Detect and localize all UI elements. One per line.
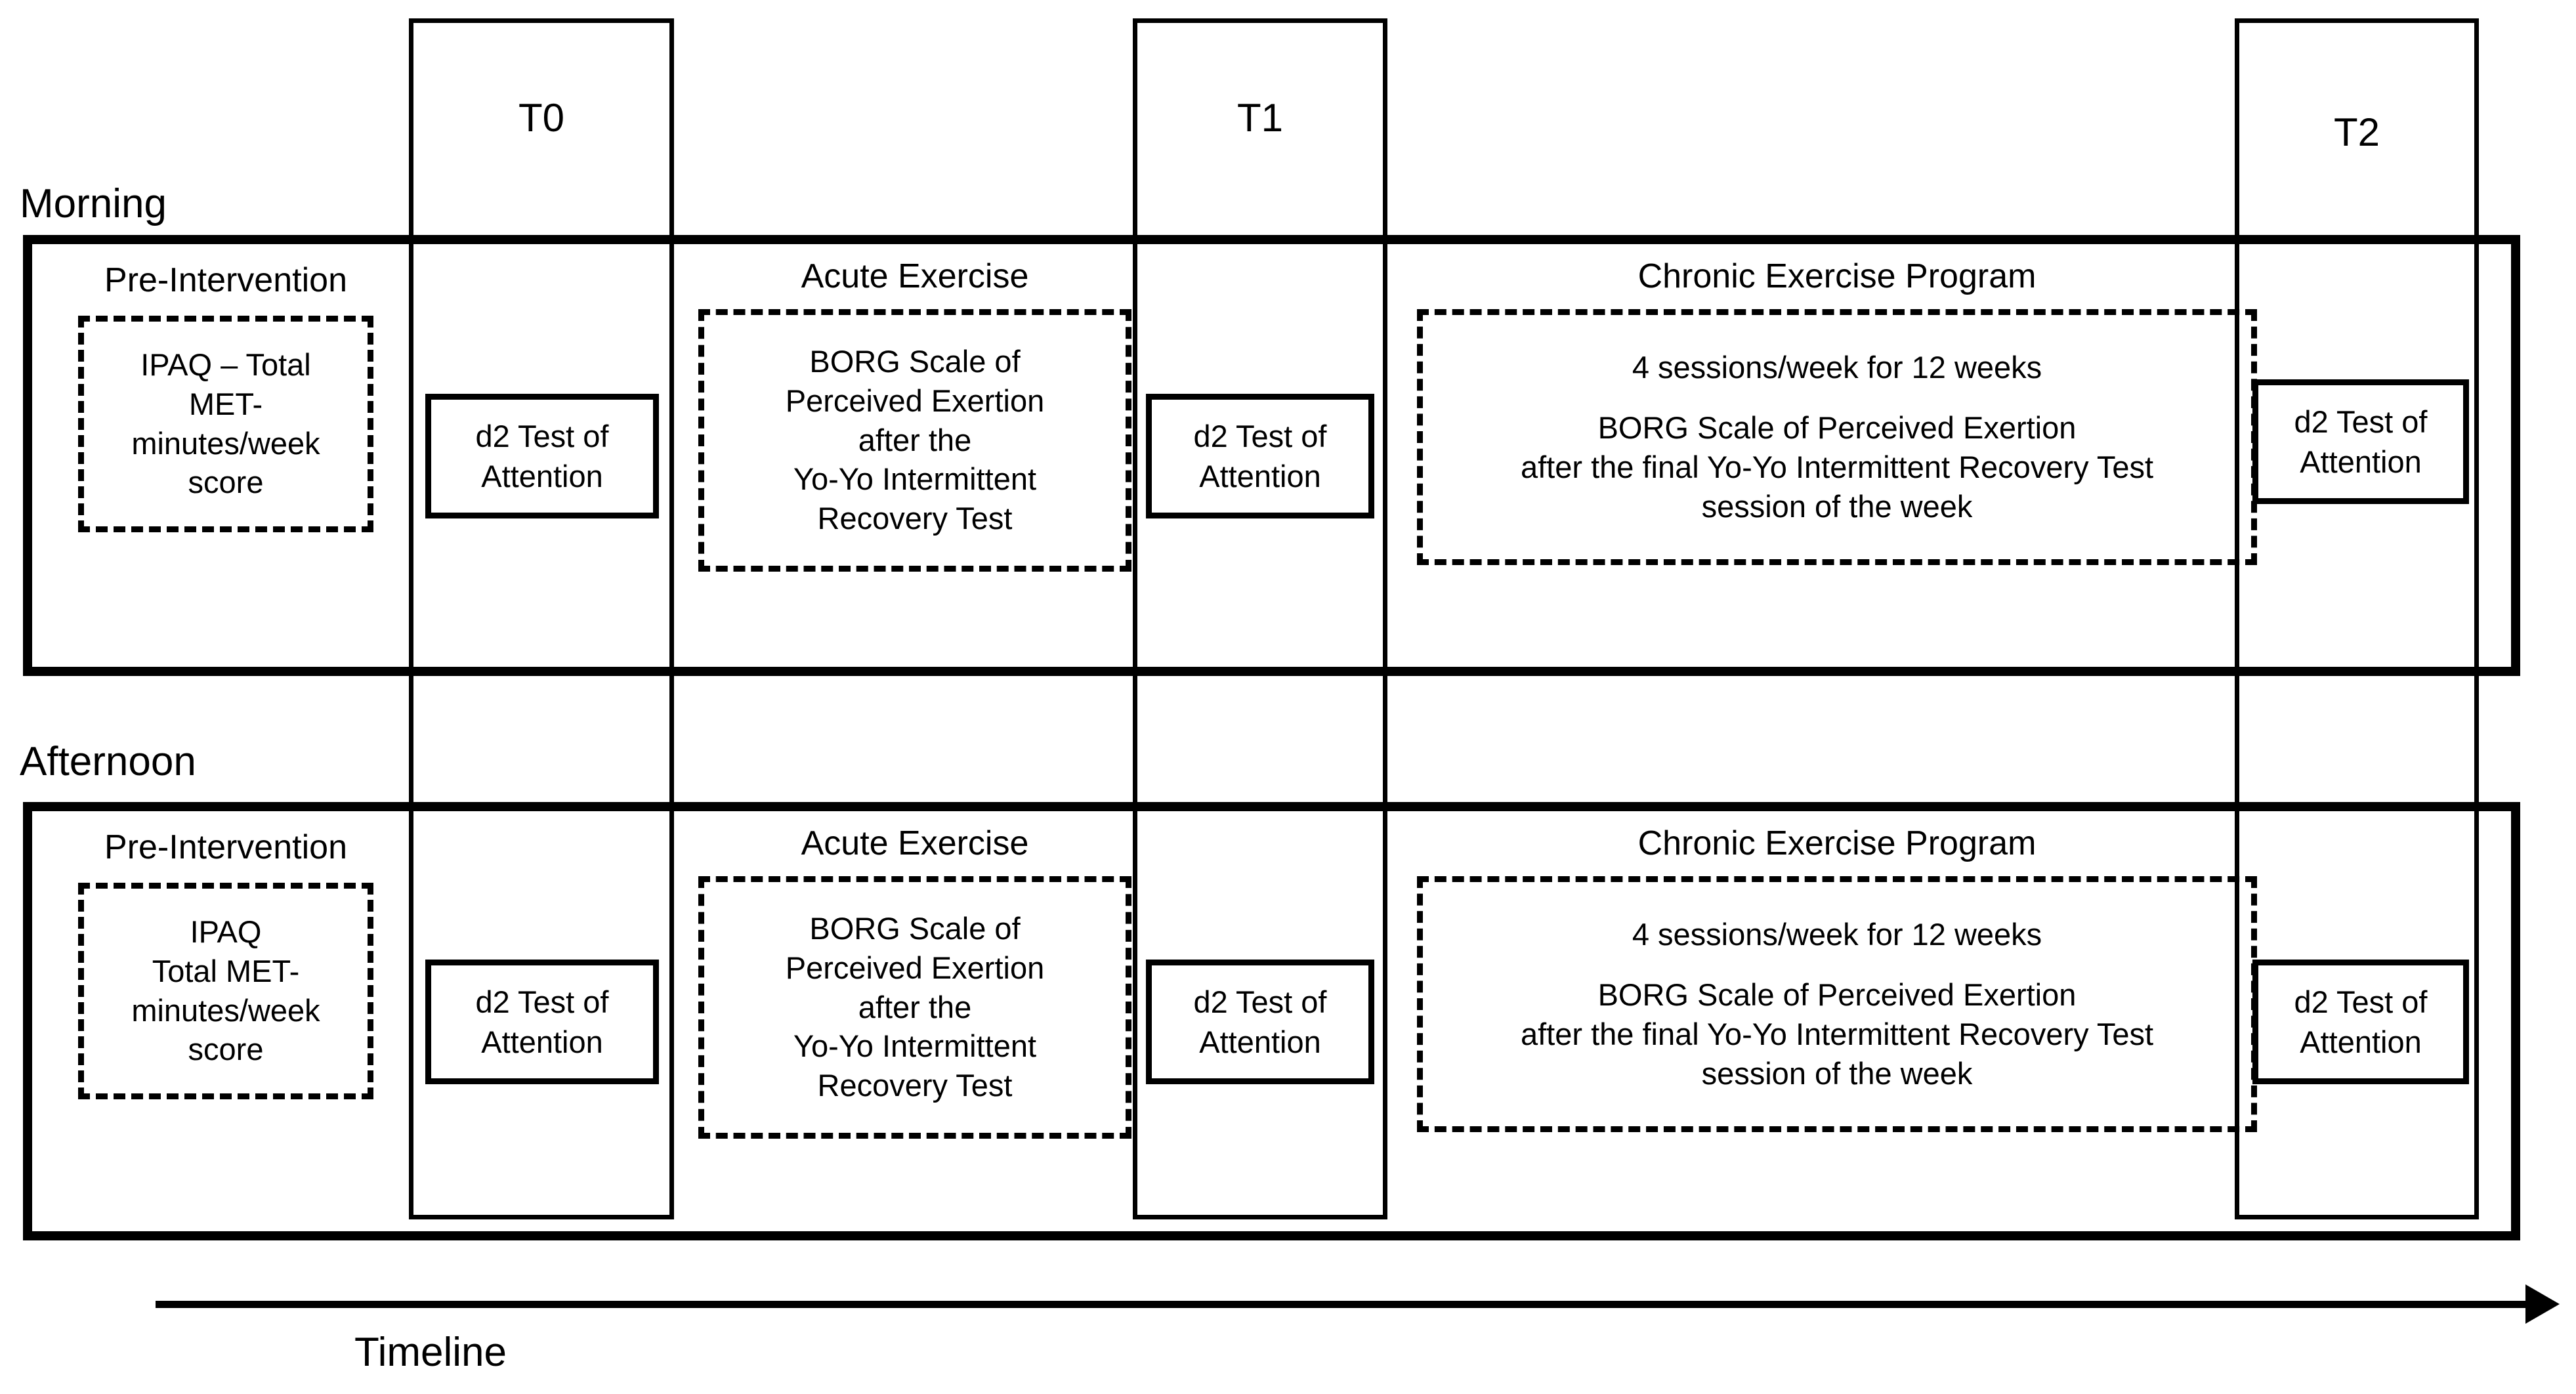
assessment-line: Attention (481, 459, 603, 494)
period-row-morning: Pre-Intervention IPAQ – Total MET- minut… (23, 235, 2520, 676)
phase-title: Chronic Exercise Program (1637, 824, 2037, 862)
timeline-label: Timeline (354, 1330, 507, 1375)
phase-chronic-exercise-morning: Chronic Exercise Program 4 sessions/week… (1404, 244, 2270, 667)
phase-title: Pre-Intervention (104, 828, 347, 866)
measure-box-ipaq-morning: IPAQ – Total MET- minutes/week score (78, 315, 373, 532)
assessment-line: d2 Test of (2294, 404, 2428, 439)
measure-line: score (188, 465, 264, 500)
phase-title: Chronic Exercise Program (1637, 257, 2037, 295)
period-row-afternoon: Pre-Intervention IPAQ Total MET- minutes… (23, 802, 2520, 1240)
timepoint-label-t1: T1 (1236, 96, 1284, 140)
phase-acute-exercise-afternoon: Acute Exercise BORG Scale of Perceived E… (682, 811, 1148, 1231)
period-label-morning: Morning (20, 181, 167, 226)
phase-chronic-exercise-afternoon: Chronic Exercise Program 4 sessions/week… (1404, 811, 2270, 1231)
measure-box-ipaq-afternoon: IPAQ Total MET- minutes/week score (78, 882, 373, 1099)
measure-line: minutes/week (131, 992, 320, 1028)
measure-line: BORG Scale of (809, 344, 1021, 379)
measure-line: Yo-Yo Intermittent (793, 461, 1037, 497)
measure-line: IPAQ (190, 914, 262, 950)
measure-line: 4 sessions/week for 12 weeks (1632, 916, 2042, 952)
measure-line: score (188, 1032, 264, 1067)
measure-line: BORG Scale of Perceived Exertion (1597, 410, 2077, 446)
assessment-box-d2-afternoon-t1: d2 Test of Attention (1146, 960, 1374, 1084)
measure-line: after the final Yo-Yo Intermittent Recov… (1520, 450, 2154, 485)
assessment-box-d2-afternoon-t0: d2 Test of Attention (425, 960, 659, 1084)
timepoint-label-t0: T0 (518, 96, 565, 140)
assessment-line: d2 Test of (1193, 418, 1327, 454)
assessment-line: Attention (1199, 459, 1321, 494)
assessment-line: d2 Test of (475, 984, 609, 1019)
measure-line: Recovery Test (817, 1068, 1013, 1103)
measure-line: minutes/week (131, 425, 320, 461)
measure-line: after the final Yo-Yo Intermittent Recov… (1520, 1017, 2154, 1052)
phase-pre-intervention-morning: Pre-Intervention IPAQ – Total MET- minut… (32, 244, 419, 667)
assessment-line: d2 Test of (1193, 984, 1327, 1019)
timepoint-column-t2 (2235, 18, 2479, 1219)
phase-title: Acute Exercise (801, 824, 1029, 862)
timepoint-column-t0 (409, 18, 674, 1219)
measure-box-chronic-morning: 4 sessions/week for 12 weeks BORG Scale … (1417, 308, 2257, 565)
assessment-box-d2-morning-t2: d2 Test of Attention (2252, 379, 2469, 504)
measure-line: MET- (188, 386, 263, 421)
phase-pre-intervention-afternoon: Pre-Intervention IPAQ Total MET- minutes… (32, 811, 419, 1231)
measure-box-borg-acute-afternoon: BORG Scale of Perceived Exertion after t… (698, 876, 1131, 1139)
assessment-line: Attention (2300, 1024, 2422, 1059)
measure-box-chronic-afternoon: 4 sessions/week for 12 weeks BORG Scale … (1417, 876, 2257, 1132)
assessment-line: d2 Test of (2294, 984, 2428, 1019)
measure-line: 4 sessions/week for 12 weeks (1632, 349, 2042, 385)
phase-title: Acute Exercise (801, 257, 1029, 295)
measure-line: Perceived Exertion (785, 950, 1045, 986)
assessment-box-d2-morning-t0: d2 Test of Attention (425, 394, 659, 518)
timeline-arrow-head-icon (2525, 1284, 2560, 1324)
phase-acute-exercise-morning: Acute Exercise BORG Scale of Perceived E… (682, 244, 1148, 667)
assessment-line: Attention (2300, 444, 2422, 479)
measure-line: session of the week (1701, 1055, 1973, 1091)
measure-line: session of the week (1701, 488, 1973, 524)
assessment-box-d2-afternoon-t2: d2 Test of Attention (2252, 960, 2469, 1084)
measure-line: Total MET- (152, 953, 300, 988)
timeline-arrow-shaft (156, 1301, 2527, 1308)
timepoint-label-t2: T2 (2333, 110, 2380, 154)
assessment-line: d2 Test of (475, 418, 609, 454)
assessment-line: Attention (1199, 1024, 1321, 1059)
measure-line: after the (858, 422, 972, 457)
measure-box-borg-acute-morning: BORG Scale of Perceived Exertion after t… (698, 308, 1131, 572)
phase-title: Pre-Intervention (104, 261, 347, 299)
measure-line: BORG Scale of (809, 911, 1021, 946)
measure-line: Yo-Yo Intermittent (793, 1028, 1037, 1064)
timepoint-column-t1 (1133, 18, 1387, 1219)
measure-line: Perceived Exertion (785, 383, 1045, 419)
measure-line: Recovery Test (817, 501, 1013, 536)
measure-line: BORG Scale of Perceived Exertion (1597, 977, 2077, 1013)
assessment-line: Attention (481, 1024, 603, 1059)
measure-line: IPAQ – Total (140, 347, 311, 383)
period-label-afternoon: Afternoon (20, 739, 196, 784)
measure-line: after the (858, 989, 972, 1024)
assessment-box-d2-morning-t1: d2 Test of Attention (1146, 394, 1374, 518)
